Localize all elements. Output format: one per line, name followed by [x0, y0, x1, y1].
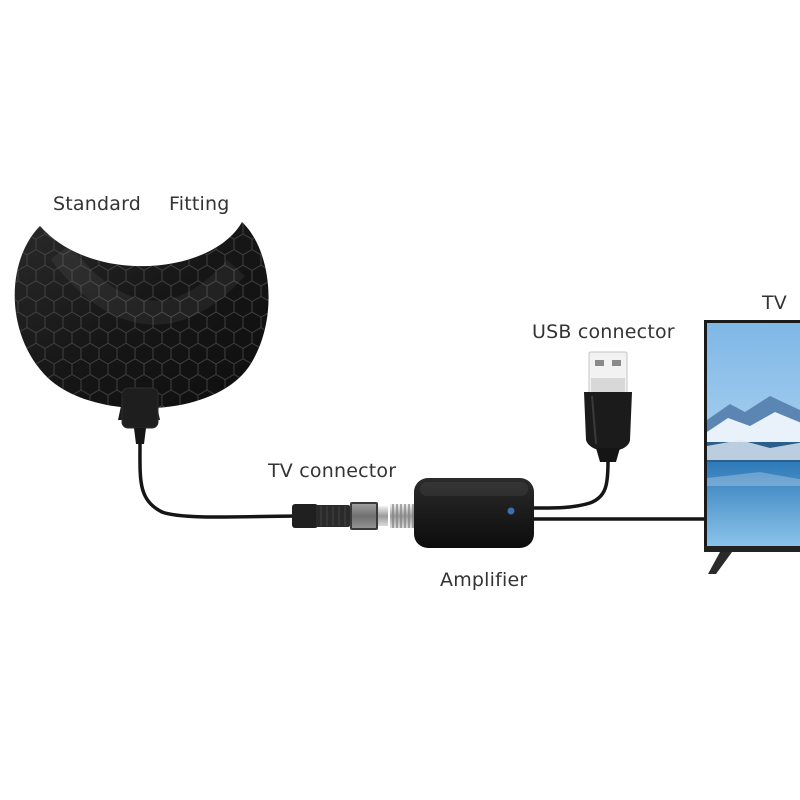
- antenna: [14, 222, 269, 444]
- label-standard: Standard: [53, 193, 142, 215]
- amplifier-box: [414, 478, 534, 548]
- usb-plug: [584, 351, 632, 462]
- label-tv: TV: [762, 292, 788, 314]
- label-usb-connector: USB connector: [532, 321, 675, 343]
- amplifier-input-thread: [390, 504, 416, 528]
- label-amplifier: Amplifier: [440, 569, 528, 591]
- antenna-cable: [138, 443, 295, 519]
- amplifier-led-icon: [507, 507, 515, 515]
- tv-screen: [704, 320, 800, 574]
- tv-connector-plug: [292, 502, 388, 530]
- usb-cable: [529, 461, 610, 510]
- label-fitting: Fitting: [169, 193, 230, 215]
- label-tv-connector: TV connector: [268, 460, 397, 482]
